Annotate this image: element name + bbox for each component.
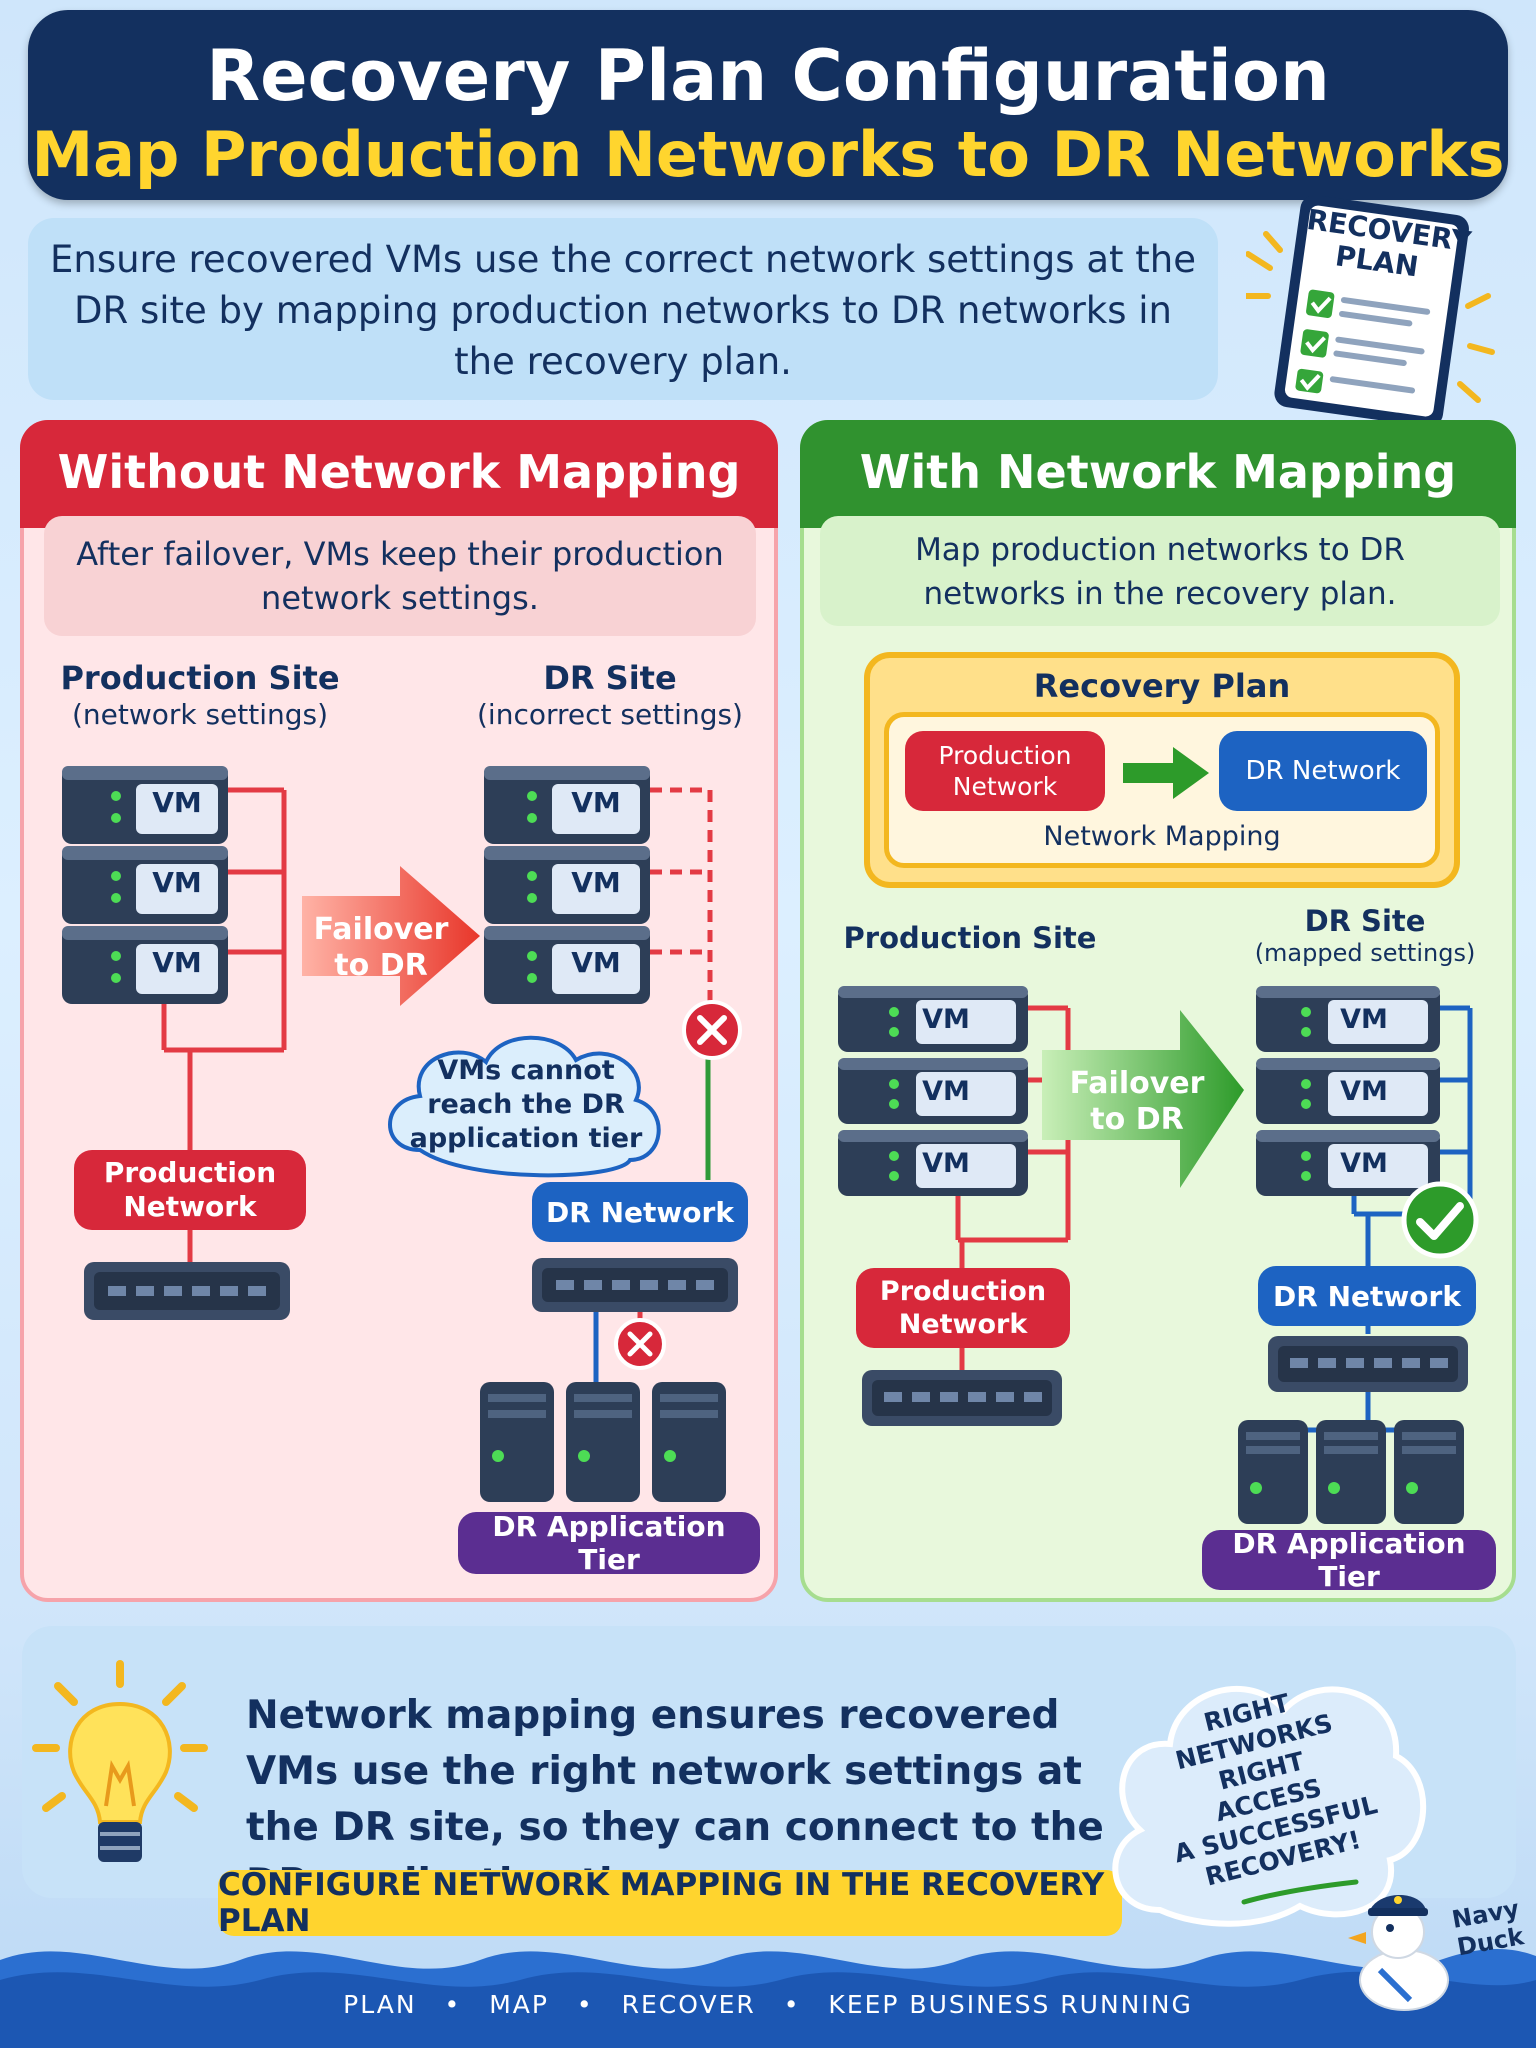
dr-site-title: DR Site	[543, 659, 677, 697]
production-network-badge: Production Network	[856, 1268, 1070, 1348]
dr-app-tier-badge: DR Application Tier	[458, 1510, 760, 1576]
with-mapping-title: With Network Mapping	[859, 445, 1457, 499]
cta-banner: CONFIGURE NETWORK MAPPING IN THE RECOVER…	[218, 1867, 1122, 1939]
vm-label: VM	[1340, 1004, 1388, 1035]
footer-separator: •	[783, 1990, 801, 2019]
failover-line2: to DR	[334, 948, 428, 983]
production-site-title: Production Site	[843, 921, 1097, 955]
network-mapping-caption: Network Mapping	[1043, 821, 1281, 852]
production-network-badge: Production Network	[74, 1150, 306, 1230]
waves-decoration	[0, 1948, 1536, 2048]
footer-item: PLAN	[343, 1990, 417, 2019]
with-mapping-diagram	[838, 986, 1479, 1524]
with-mapping-header: With Network Mapping	[800, 420, 1516, 528]
vm-label: VM	[922, 1004, 970, 1035]
footer-item: MAP	[489, 1990, 549, 2019]
without-mapping-title: Without Network Mapping	[57, 445, 741, 499]
vm-label: VM	[571, 786, 621, 819]
footer-separator: •	[576, 1990, 594, 2019]
mapping-source-line2: Network	[952, 772, 1058, 801]
recovery-plan-clipboard-icon: RECOVERY PLAN	[1243, 195, 1496, 428]
cloud-message-line2: reach the DR	[427, 1089, 625, 1120]
page-subtitle: Map Production Networks to DR Networks	[31, 118, 1505, 191]
production-site-title: Production Site	[60, 659, 340, 697]
failover-line2: to DR	[1090, 1102, 1184, 1137]
footer-item: RECOVER	[621, 1990, 756, 2019]
dr-network-badge: DR Network	[1258, 1266, 1476, 1326]
footer-tagline: PLAN • MAP • RECOVER • KEEP BUSINESS RUN…	[0, 1990, 1536, 2019]
production-site-label: Production Site (network settings)	[40, 658, 360, 732]
dr-site-label: DR Site (incorrect settings)	[450, 658, 770, 732]
vm-label: VM	[1340, 1076, 1388, 1107]
vm-label: VM	[922, 1076, 970, 1107]
error-x-icon	[614, 1318, 666, 1370]
production-site-subtitle: (network settings)	[71, 698, 329, 731]
recovery-plan-title: Recovery Plan	[1033, 667, 1291, 705]
success-cloud: RIGHT NETWORKS RIGHT ACCESS A SUCCESSFUL…	[1100, 1660, 1430, 1930]
vm-label: VM	[571, 866, 621, 899]
cloud-message: VMs cannot reach the DR application tier	[396, 1054, 656, 1156]
dr-site-label: DR Site (mapped settings)	[1240, 904, 1490, 968]
production-network-line1: Production	[879, 1276, 1047, 1307]
page-title: Recovery Plan Configuration	[206, 35, 1330, 117]
failover-arrow-icon	[302, 866, 480, 1006]
failover-label: Failover to DR	[1052, 1066, 1222, 1138]
vm-label: VM	[922, 1148, 970, 1179]
vm-label: VM	[1340, 1148, 1388, 1179]
production-switch-icon	[84, 1262, 290, 1320]
failover-line1: Failover	[313, 912, 449, 947]
error-x-icon	[682, 1000, 742, 1060]
dr-site-title: DR Site	[1304, 904, 1426, 938]
vm-label: VM	[152, 946, 202, 979]
failover-line1: Failover	[1069, 1066, 1205, 1101]
network-mapping-box: Production Network DR Network Network Ma…	[884, 712, 1440, 868]
cloud-icon	[388, 1035, 661, 1178]
vm-label: VM	[152, 786, 202, 819]
vm-label: VM	[571, 946, 621, 979]
production-wires	[161, 787, 287, 1270]
dr-app-tier-badge: DR Application Tier	[1202, 1527, 1496, 1593]
dr-site-subtitle: (incorrect settings)	[477, 698, 743, 731]
without-mapping-header: Without Network Mapping	[20, 420, 778, 528]
mapping-arrow-icon	[1123, 747, 1209, 799]
without-mapping-diagram	[62, 766, 742, 1502]
production-network-line1: Production	[103, 1156, 277, 1189]
duck-mascot-icon	[1348, 1895, 1449, 2011]
production-network-line2: Network	[123, 1190, 257, 1223]
underline-icon	[1241, 1879, 1359, 1905]
footer-separator: •	[444, 1990, 462, 2019]
production-network-line2: Network	[898, 1309, 1028, 1340]
intro-text: Ensure recovered VMs use the correct net…	[49, 238, 1196, 383]
production-vm-stack	[62, 766, 228, 1004]
dr-app-server-icons	[480, 1382, 726, 1502]
footer-item: KEEP BUSINESS RUNNING	[828, 1990, 1193, 2019]
dr-switch-icon	[532, 1258, 738, 1312]
without-mapping-note-text: After failover, VMs keep their productio…	[76, 535, 724, 617]
without-mapping-note: After failover, VMs keep their productio…	[44, 516, 756, 636]
cloud-message-line3: application tier	[409, 1123, 643, 1154]
with-mapping-note: Map production networks to DR networks i…	[820, 516, 1500, 626]
dr-vm-stack	[484, 766, 650, 1004]
mapping-source-line1: Production	[938, 741, 1072, 770]
dr-network-badge: DR Network	[532, 1182, 748, 1242]
failover-label: Failover to DR	[306, 912, 456, 984]
vm-label: VM	[152, 866, 202, 899]
mapping-target-badge: DR Network	[1219, 731, 1427, 811]
cloud-message-line1: VMs cannot	[437, 1055, 615, 1086]
header-banner: Recovery Plan Configuration Map Producti…	[28, 10, 1508, 200]
dr-dashed-wires	[650, 787, 713, 1010]
mapping-source-badge: Production Network	[905, 731, 1105, 811]
dr-site-subtitle: (mapped settings)	[1254, 939, 1476, 967]
with-mapping-note-text: Map production networks to DR networks i…	[915, 532, 1405, 612]
lightbulb-icon	[32, 1660, 208, 1862]
intro-box: Ensure recovered VMs use the correct net…	[28, 218, 1218, 400]
